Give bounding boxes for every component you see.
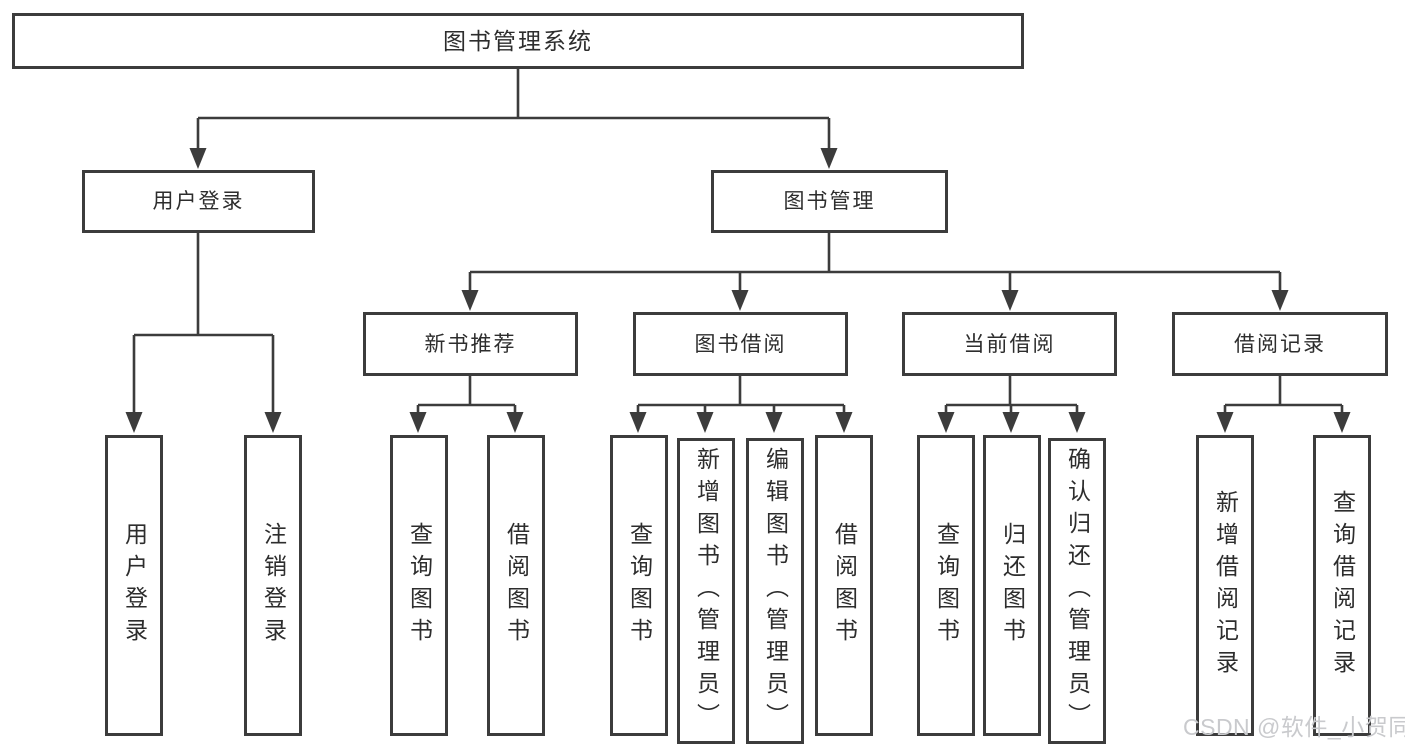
node-leaf-return-book-label: 归还图书 (999, 521, 1026, 650)
arrow-icon (1333, 412, 1351, 433)
arrow-icon (125, 412, 143, 433)
node-leaf-borrow-book-label: 借阅图书 (831, 521, 858, 650)
arrow-icon (409, 412, 427, 433)
arrow-icon (189, 148, 207, 169)
watermark: CSDN @软件_小贺同学 (1183, 714, 1405, 740)
node-leaf-query-book-recommend-label: 查询图书 (406, 521, 433, 650)
node-book-borrow: 图书借阅 (633, 312, 848, 376)
node-leaf-query-book-borrow: 查询图书 (610, 435, 668, 736)
node-leaf-query-borrow-record: 查询借阅记录 (1313, 435, 1371, 736)
node-leaf-return-book: 归还图书 (983, 435, 1041, 736)
arrow-icon (765, 412, 783, 433)
node-leaf-query-book-current-label: 查询图书 (933, 521, 960, 650)
node-leaf-query-book-current: 查询图书 (917, 435, 975, 736)
node-leaf-logout-label: 注销登录 (260, 521, 287, 650)
node-leaf-add-book-admin: 新增图书（管理员） (677, 438, 735, 744)
node-leaf-add-book-admin-label: 新增图书（管理员） (693, 447, 720, 735)
arrow-icon (461, 290, 479, 311)
node-leaf-query-borrow-record-label: 查询借阅记录 (1329, 489, 1356, 682)
arrow-icon (731, 290, 749, 311)
arrow-icon (937, 412, 955, 433)
node-book-management: 图书管理 (711, 170, 948, 233)
node-root: 图书管理系统 (12, 13, 1024, 69)
arrow-icon (820, 148, 838, 169)
arrowheads (125, 148, 1351, 433)
node-new-book-recommend: 新书推荐 (363, 312, 578, 376)
node-leaf-borrow-book: 借阅图书 (815, 435, 873, 736)
node-leaf-confirm-return-admin-label: 确认归还（管理员） (1064, 447, 1091, 735)
arrow-icon (696, 412, 714, 433)
node-leaf-edit-book-admin-label: 编辑图书（管理员） (762, 447, 789, 735)
node-leaf-borrow-book-recommend-label: 借阅图书 (503, 521, 530, 650)
arrow-icon (835, 412, 853, 433)
node-leaf-add-borrow-record: 新增借阅记录 (1196, 435, 1254, 736)
node-user-login: 用户登录 (82, 170, 315, 233)
node-leaf-add-borrow-record-label: 新增借阅记录 (1212, 489, 1239, 682)
node-book-borrow-label: 图书借阅 (694, 332, 787, 356)
arrow-icon (1271, 290, 1289, 311)
node-leaf-user-login: 用户登录 (105, 435, 163, 736)
arrow-icon (264, 412, 282, 433)
node-current-borrow: 当前借阅 (902, 312, 1117, 376)
node-root-label: 图书管理系统 (443, 27, 593, 54)
arrow-icon (1216, 412, 1234, 433)
node-leaf-borrow-book-recommend: 借阅图书 (487, 435, 545, 736)
node-leaf-query-book-borrow-label: 查询图书 (626, 521, 653, 650)
node-leaf-edit-book-admin: 编辑图书（管理员） (746, 438, 804, 744)
arrow-icon (506, 412, 524, 433)
arrow-icon (1001, 290, 1019, 311)
node-borrow-records-label: 借阅记录 (1234, 332, 1326, 356)
node-book-management-label: 图书管理 (783, 190, 876, 213)
tree-edges (132, 68, 1344, 415)
node-borrow-records: 借阅记录 (1172, 312, 1388, 376)
arrow-icon (629, 412, 647, 433)
node-leaf-query-book-recommend: 查询图书 (390, 435, 448, 736)
arrow-icon (1002, 412, 1020, 433)
node-leaf-user-login-label: 用户登录 (121, 521, 148, 650)
node-user-login-label: 用户登录 (152, 190, 245, 213)
node-leaf-logout: 注销登录 (244, 435, 302, 736)
node-leaf-confirm-return-admin: 确认归还（管理员） (1048, 438, 1106, 744)
arrow-icon (1068, 412, 1086, 433)
node-new-book-recommend-label: 新书推荐 (424, 332, 517, 356)
node-current-borrow-label: 当前借阅 (963, 332, 1056, 356)
